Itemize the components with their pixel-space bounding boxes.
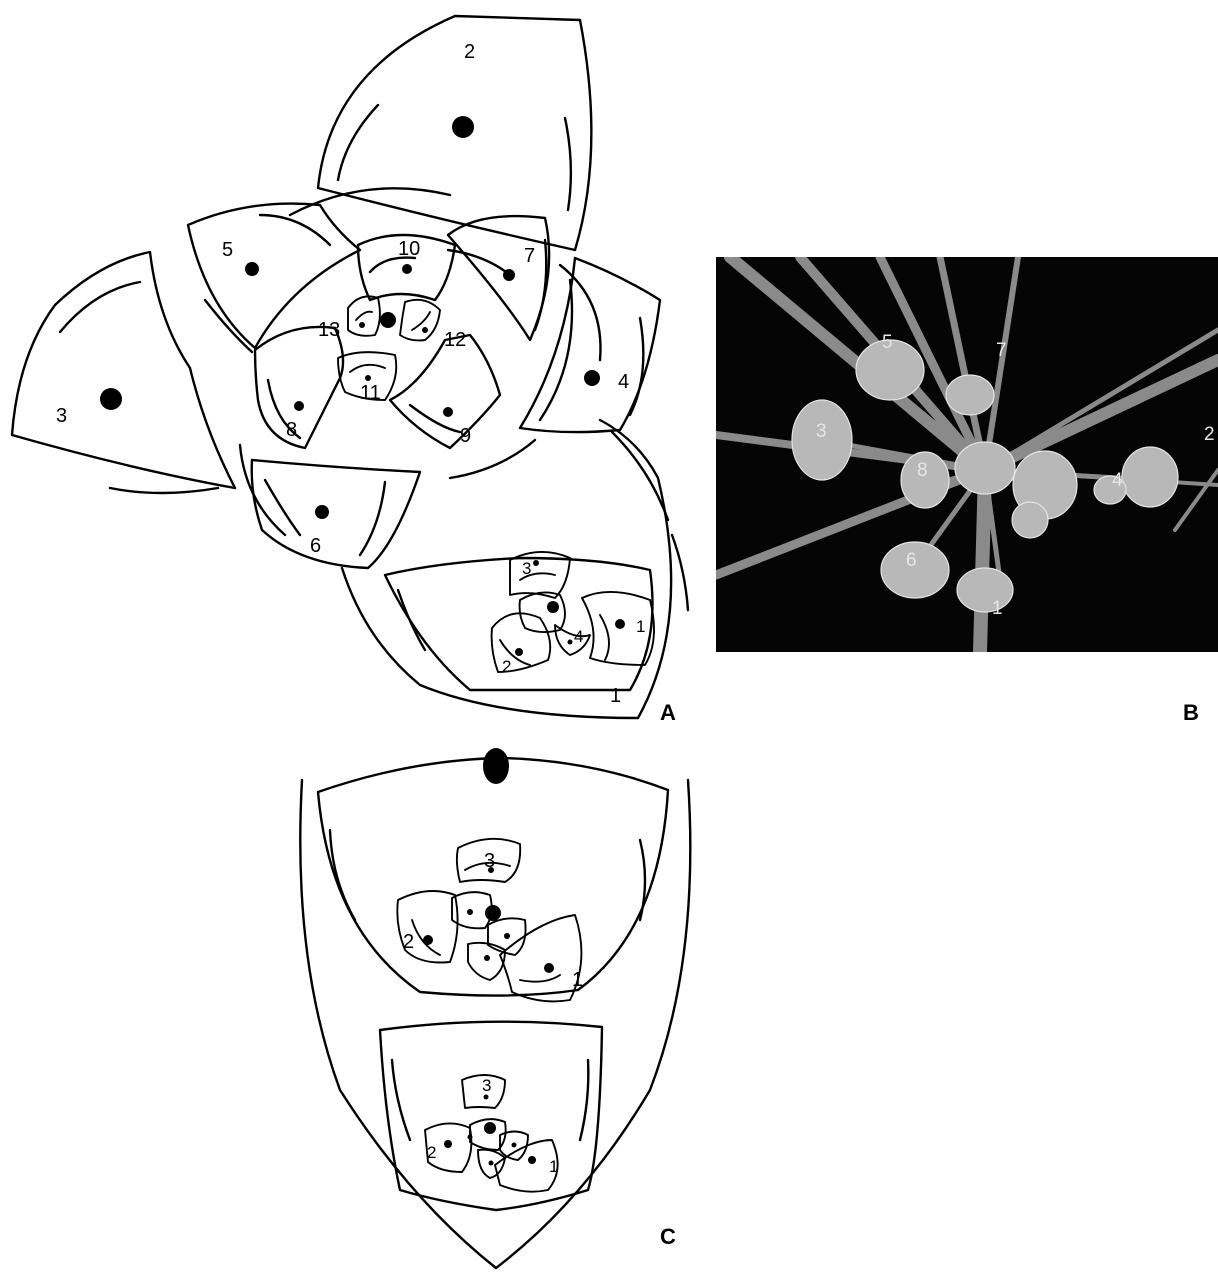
panel-label-c: C bbox=[660, 1224, 676, 1249]
diagram-c bbox=[300, 748, 690, 1268]
label-a-3: 3 bbox=[56, 405, 67, 427]
photo-label-5: 5 bbox=[882, 332, 893, 353]
label-a-1: 1 bbox=[610, 685, 621, 707]
label-c-upper-2: 2 bbox=[403, 931, 414, 953]
photo-label-1: 1 bbox=[992, 598, 1003, 619]
label-a-inner-4: 4 bbox=[574, 627, 583, 646]
photo-label-4: 4 bbox=[1112, 470, 1123, 491]
label-a-10: 10 bbox=[398, 238, 420, 260]
label-c-lower-2: 2 bbox=[427, 1143, 436, 1162]
label-a-11: 11 bbox=[360, 382, 381, 404]
photo-label-3: 3 bbox=[816, 421, 827, 442]
label-a-inner-2: 2 bbox=[502, 657, 511, 676]
photo-label-6: 6 bbox=[906, 550, 917, 571]
panel-label-a: A bbox=[660, 700, 676, 725]
label-c-lower-3: 3 bbox=[482, 1076, 491, 1095]
label-a-5: 5 bbox=[222, 239, 233, 261]
label-a-8: 8 bbox=[286, 419, 297, 441]
label-a-13: 13 bbox=[318, 319, 340, 341]
label-a-inner-1: 1 bbox=[636, 617, 645, 636]
photo-b bbox=[716, 257, 1218, 652]
photo-label-8: 8 bbox=[917, 460, 928, 481]
label-a-12: 12 bbox=[444, 329, 466, 351]
label-c-lower-1: 1 bbox=[549, 1157, 558, 1176]
label-a-9: 9 bbox=[460, 425, 471, 447]
label-a-4: 4 bbox=[618, 371, 629, 393]
label-a-2: 2 bbox=[464, 41, 475, 63]
label-c-upper-1: 1 bbox=[572, 969, 583, 991]
label-a-6: 6 bbox=[310, 535, 321, 557]
label-a-inner-3: 3 bbox=[522, 559, 531, 578]
label-a-7: 7 bbox=[524, 245, 535, 267]
photo-label-2: 2 bbox=[1204, 424, 1215, 445]
panel-label-b: B bbox=[1183, 700, 1199, 725]
diagram-a bbox=[12, 16, 688, 718]
label-c-upper-3: 3 bbox=[484, 850, 495, 872]
photo-label-7: 7 bbox=[996, 340, 1007, 361]
